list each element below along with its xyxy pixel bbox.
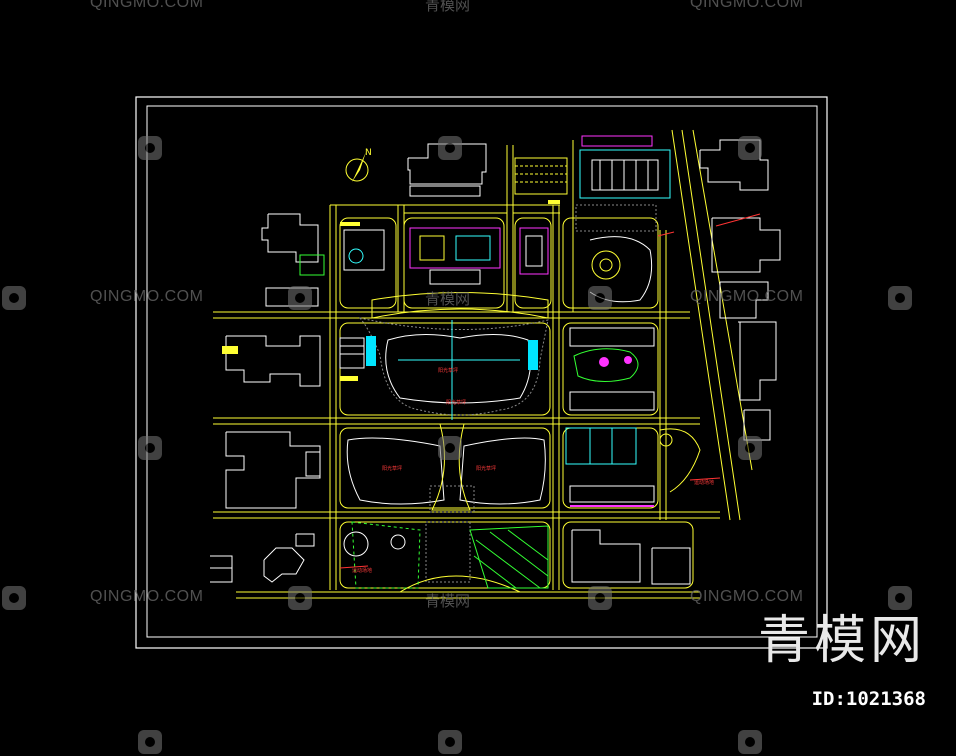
watermark-text: QINGMO.COM — [90, 288, 204, 305]
block-outlines — [339, 217, 694, 589]
accent-bars — [222, 200, 560, 381]
watermark-logo-icon — [138, 730, 162, 754]
area-label: 阳光草坪 — [438, 367, 458, 374]
watermark-text-cn: 青模网 — [425, 290, 471, 308]
watermark-logo-icon — [2, 586, 26, 610]
watermark-text-cn: 青模网 — [425, 592, 471, 610]
asset-id-label: ID:1021368 — [811, 688, 926, 710]
buildings-north-east — [407, 139, 781, 585]
area-label: 阳光草坪 — [446, 399, 466, 406]
watermark-logo-icon — [438, 436, 462, 460]
road-network — [213, 129, 753, 599]
watermark-logo-icon — [438, 136, 462, 160]
buildings-west — [210, 213, 321, 583]
area-label: 运动场地 — [694, 479, 714, 486]
watermark-logo-icon — [738, 436, 762, 460]
campus-building-ne — [575, 135, 671, 232]
parking-strips — [514, 157, 568, 195]
area-label: 阳光草坪 — [476, 465, 496, 472]
watermark-logo-icon — [738, 136, 762, 160]
inner-frame — [146, 105, 818, 638]
north-label: N — [365, 148, 372, 158]
watermark-logo-icon — [888, 286, 912, 310]
south-plaza — [343, 521, 549, 593]
watermark-text: QINGMO.COM — [690, 0, 804, 11]
outer-frame — [135, 96, 828, 649]
watermark-logo-icon — [588, 286, 612, 310]
watermark-text: QINGMO.COM — [90, 588, 204, 605]
watermark-logo-icon — [738, 730, 762, 754]
campus-buildings-central — [299, 227, 549, 285]
north-arrow: N — [345, 148, 372, 182]
area-label: 阳光草坪 — [382, 465, 402, 472]
watermark-logo-icon — [288, 286, 312, 310]
area-label: 运动场地 — [352, 567, 372, 574]
watermark-logo-icon — [888, 586, 912, 610]
brand-watermark: 青模网 — [757, 611, 926, 671]
watermark-logo-icon — [438, 730, 462, 754]
red-annotations — [339, 213, 761, 569]
watermark-text: QINGMO.COM — [90, 0, 204, 11]
watermark-logo-icon — [138, 136, 162, 160]
watermark-logo-icon — [588, 586, 612, 610]
watermark-text-cn: 青模网 — [425, 0, 471, 14]
watermark-text: QINGMO.COM — [690, 588, 804, 605]
east-landscape — [565, 236, 701, 507]
watermark-logo-icon — [138, 436, 162, 460]
central-plaza — [339, 292, 549, 420]
watermark-text: QINGMO.COM — [690, 288, 804, 305]
watermark-logo-icon — [2, 286, 26, 310]
watermark-logo-icon — [288, 586, 312, 610]
